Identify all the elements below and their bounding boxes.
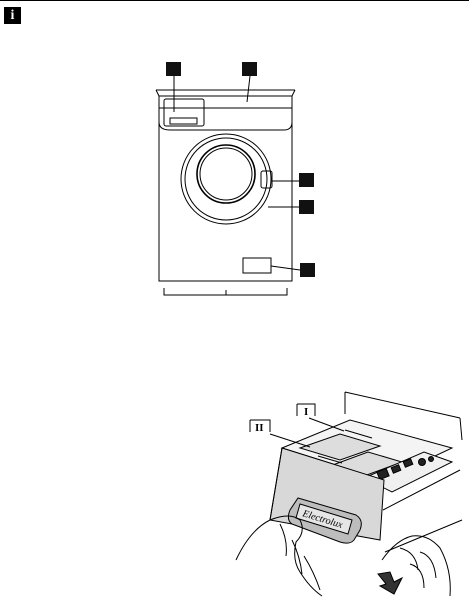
callout-marker: [300, 263, 315, 277]
machine-top: [156, 90, 295, 96]
callout-marker: [299, 200, 314, 214]
washing-machine-figure: [156, 76, 300, 295]
door-glass: [197, 145, 255, 203]
callout-marker: [242, 62, 257, 76]
pull-arrow: [378, 572, 402, 594]
filter-flap: [243, 258, 271, 273]
label-ii: II: [255, 422, 264, 434]
label-i: I: [304, 406, 308, 418]
control-panel: [159, 96, 292, 130]
callout-marker: [166, 62, 181, 76]
compartment-labels: II I: [250, 404, 315, 434]
callout-marker: [299, 173, 314, 187]
